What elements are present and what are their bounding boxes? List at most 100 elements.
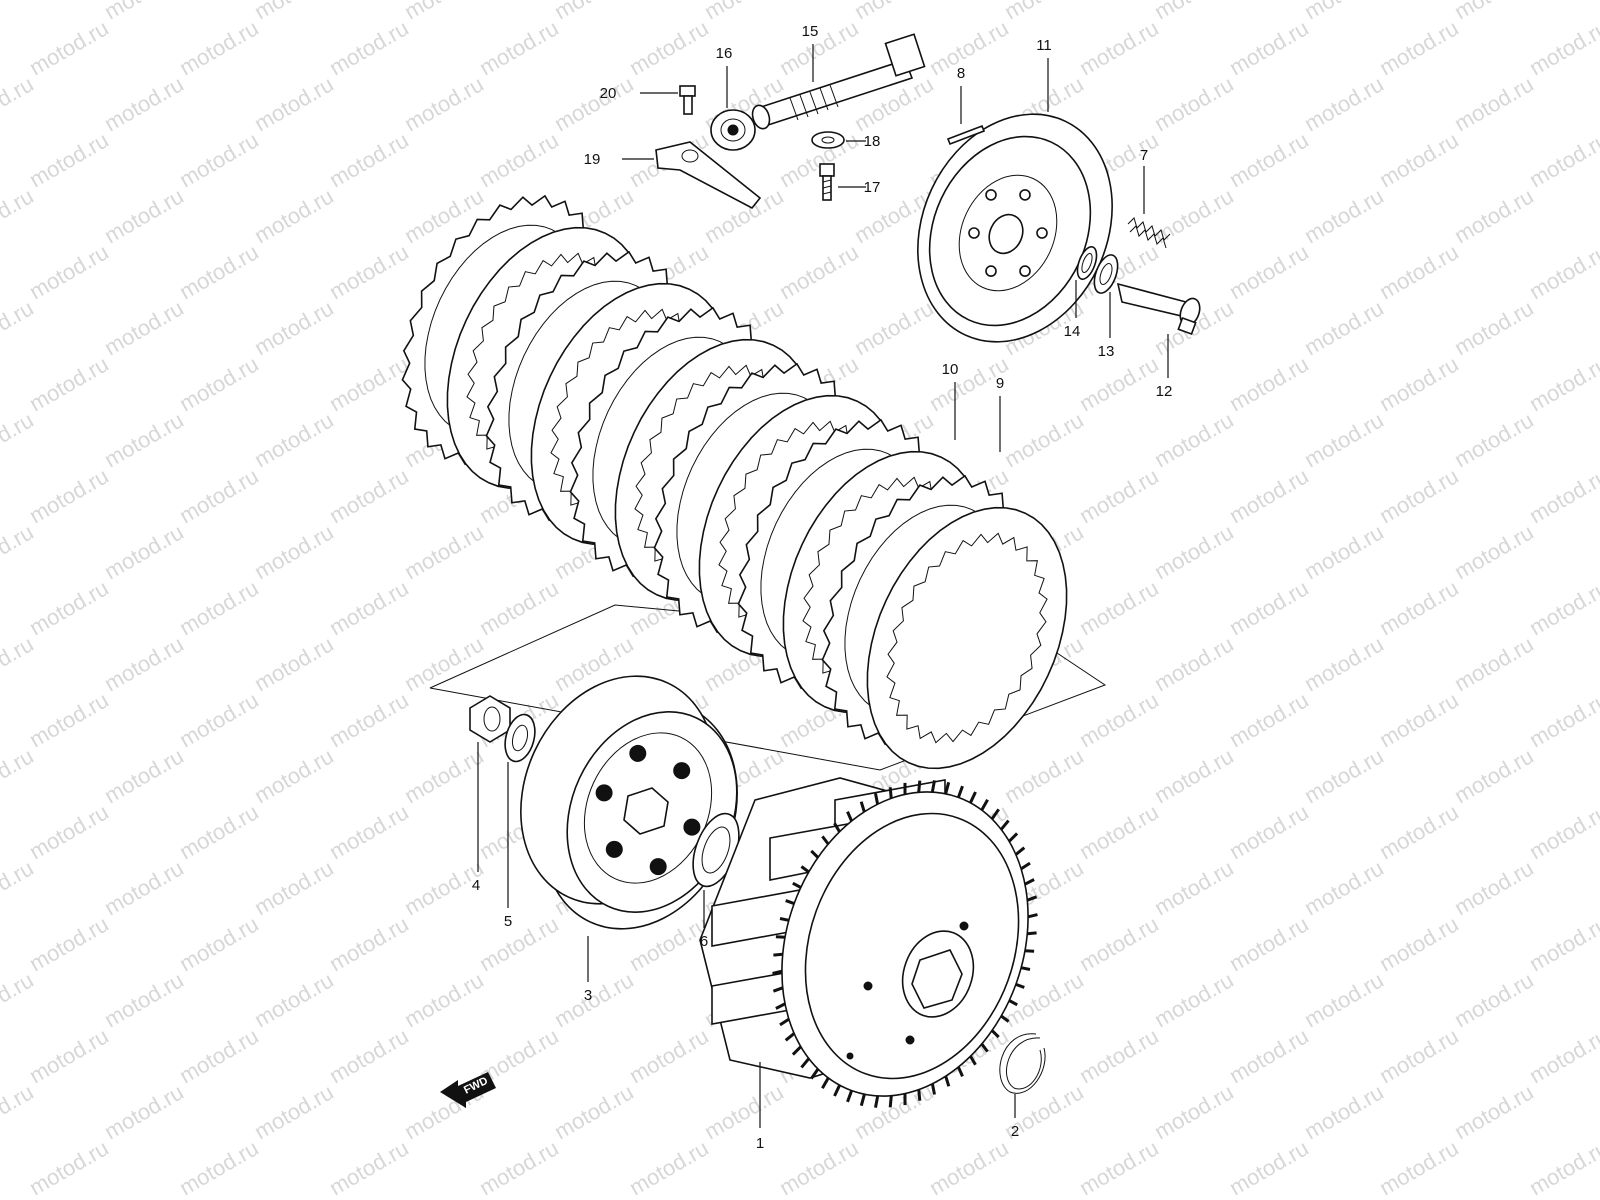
callout-number-6: 6 bbox=[700, 933, 708, 950]
watermark-text-248: motod.ru bbox=[1150, 967, 1238, 1032]
hub-hole-5 bbox=[629, 744, 647, 762]
watermark-text-170: motod.ru bbox=[250, 631, 338, 696]
gear-tooth-30 bbox=[792, 881, 802, 889]
watermark-text-129: motod.ru bbox=[1300, 407, 1388, 472]
watermark-text-141: motod.ru bbox=[1375, 463, 1463, 528]
watermark-text-192: motod.ru bbox=[0, 743, 38, 808]
gear-tooth-14 bbox=[859, 1093, 866, 1107]
watermark-text-261: motod.ru bbox=[1375, 1023, 1463, 1088]
watermark-text-200: motod.ru bbox=[1150, 743, 1238, 808]
watermark-text-166: motod.ru bbox=[1525, 575, 1600, 640]
watermark-text-240: motod.ru bbox=[0, 967, 38, 1032]
gear-tooth-20 bbox=[791, 1045, 802, 1056]
callout-8: 8 bbox=[957, 65, 965, 124]
watermark-text-206: motod.ru bbox=[325, 799, 413, 864]
watermark-text-269: motod.ru bbox=[700, 1079, 788, 1144]
watermark-text-171: motod.ru bbox=[400, 631, 488, 696]
watermark-text-276: motod.ru bbox=[25, 1135, 113, 1200]
clutch-disc-12 bbox=[866, 506, 1068, 770]
watermark-text-280: motod.ru bbox=[625, 1135, 713, 1200]
bearing-16 bbox=[710, 109, 756, 151]
callout-17: 17 bbox=[838, 179, 880, 196]
watermark-text-201: motod.ru bbox=[1300, 743, 1388, 808]
watermark-text-284: motod.ru bbox=[1225, 1135, 1313, 1200]
watermark-text-180: motod.ru bbox=[25, 687, 113, 752]
release-shaft-15 bbox=[751, 33, 926, 130]
watermark-text-28: motod.ru bbox=[550, 0, 638, 24]
watermark-text-102: motod.ru bbox=[850, 295, 938, 360]
watermark-text-106: motod.ru bbox=[1450, 295, 1538, 360]
gear-tooth-42 bbox=[944, 781, 951, 795]
watermark-text-279: motod.ru bbox=[475, 1135, 563, 1200]
watermark-text-130: motod.ru bbox=[1450, 407, 1538, 472]
watermark-text-163: motod.ru bbox=[1075, 575, 1163, 640]
callout-19: 19 bbox=[584, 151, 654, 168]
watermark-text-38: motod.ru bbox=[325, 15, 413, 80]
gear-tooth-51 bbox=[1024, 878, 1035, 886]
hub-hole-3 bbox=[605, 840, 623, 858]
gear-tooth-47 bbox=[1000, 819, 1010, 831]
plate-hole-3 bbox=[985, 265, 997, 277]
watermark-text-128: motod.ru bbox=[1150, 407, 1238, 472]
watermark-text-194: motod.ru bbox=[250, 743, 338, 808]
watermark-text-52: motod.ru bbox=[550, 71, 638, 136]
callout-number-1: 1 bbox=[756, 1135, 764, 1152]
watermark-text-45: motod.ru bbox=[1375, 15, 1463, 80]
watermark-text-176: motod.ru bbox=[1150, 631, 1238, 696]
gear-tooth-44 bbox=[969, 791, 977, 804]
watermark-text-254: motod.ru bbox=[325, 1023, 413, 1088]
circlip-2 bbox=[999, 1033, 1046, 1094]
watermark-text-159: motod.ru bbox=[475, 575, 563, 640]
watermark-text-92: motod.ru bbox=[1225, 239, 1313, 304]
bolt-17 bbox=[819, 163, 835, 201]
watermark-text-37: motod.ru bbox=[175, 15, 263, 80]
watermark-text-236: motod.ru bbox=[1225, 911, 1313, 976]
gear-tooth-31 bbox=[800, 865, 810, 874]
watermark-text-36: motod.ru bbox=[25, 15, 113, 80]
watermark-text-204: motod.ru bbox=[25, 799, 113, 864]
watermark-text-133: motod.ru bbox=[175, 463, 263, 528]
gear-tooth-33 bbox=[821, 835, 830, 845]
watermark-text-277: motod.ru bbox=[175, 1135, 263, 1200]
callout-6: 6 bbox=[700, 890, 708, 950]
watermark-text-242: motod.ru bbox=[250, 967, 338, 1032]
callout-number-17: 17 bbox=[864, 179, 881, 196]
watermark-text-33: motod.ru bbox=[1300, 0, 1388, 24]
watermark-text-154: motod.ru bbox=[1450, 519, 1538, 584]
watermark-text-229: motod.ru bbox=[175, 911, 263, 976]
callout-16: 16 bbox=[716, 45, 732, 108]
plate-hole-4 bbox=[968, 227, 980, 239]
washer-14 bbox=[1076, 245, 1098, 281]
watermark-text-39: motod.ru bbox=[475, 15, 563, 80]
watermark-text-157: motod.ru bbox=[175, 575, 263, 640]
callout-number-14: 14 bbox=[1064, 323, 1081, 340]
plate-hole-1 bbox=[1036, 227, 1048, 239]
watermark-text-81: motod.ru bbox=[1300, 183, 1388, 248]
watermark-text-283: motod.ru bbox=[1075, 1135, 1163, 1200]
watermark-text-165: motod.ru bbox=[1375, 575, 1463, 640]
watermark-text-212: motod.ru bbox=[1225, 799, 1313, 864]
watermark-text-51: motod.ru bbox=[400, 71, 488, 136]
watermark-text-31: motod.ru bbox=[1000, 0, 1088, 24]
callout-number-10: 10 bbox=[942, 361, 959, 378]
gear-tooth-43 bbox=[956, 785, 964, 798]
watermark-text-85: motod.ru bbox=[175, 239, 263, 304]
watermark-text-260: motod.ru bbox=[1225, 1023, 1313, 1088]
watermark-text-182: motod.ru bbox=[325, 687, 413, 752]
watermark-text-241: motod.ru bbox=[100, 967, 188, 1032]
watermark-text-217: motod.ru bbox=[100, 855, 188, 920]
gear-tooth-27 bbox=[775, 935, 786, 939]
pressure-plate-holes bbox=[968, 189, 1048, 277]
gear-tooth-2 bbox=[1008, 999, 1018, 1007]
gear-tooth-19 bbox=[800, 1057, 810, 1069]
hub-hole-1 bbox=[683, 818, 701, 836]
watermark-text-278: motod.ru bbox=[325, 1135, 413, 1200]
gear-tooth-37 bbox=[874, 793, 880, 805]
gear-tooth-7 bbox=[957, 1066, 964, 1077]
gear-tooth-48 bbox=[1008, 832, 1019, 843]
watermark-text-274: motod.ru bbox=[1450, 1079, 1538, 1144]
callout-number-15: 15 bbox=[802, 23, 819, 40]
gear-tooth-13 bbox=[874, 1095, 880, 1108]
watermark-text-44: motod.ru bbox=[1225, 15, 1313, 80]
